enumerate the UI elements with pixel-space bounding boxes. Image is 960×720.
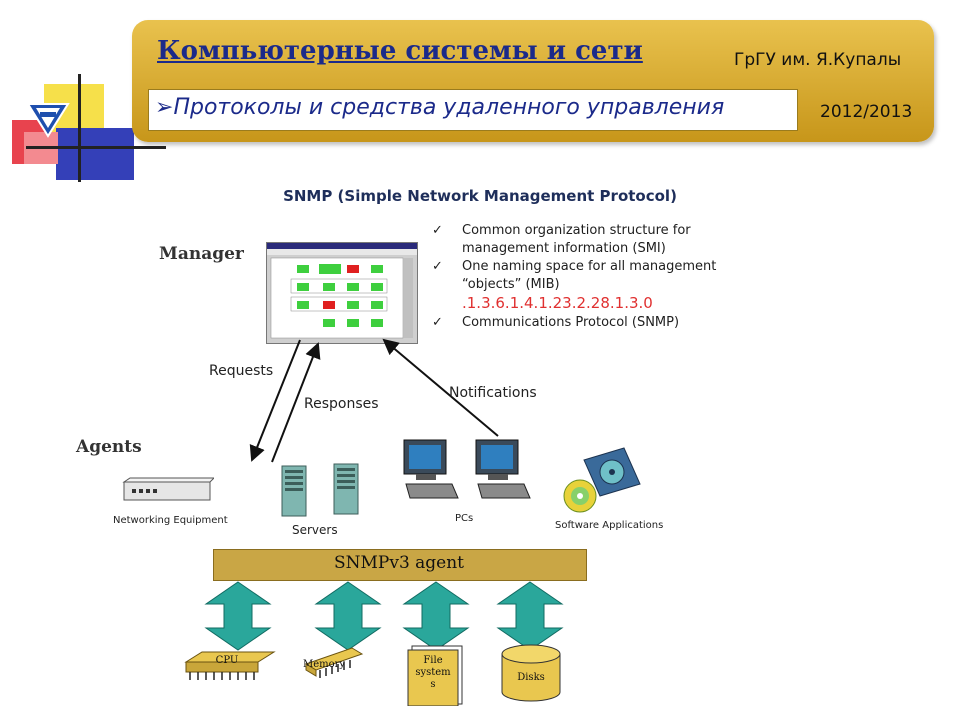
file-systems-line: s xyxy=(430,679,436,690)
feature-text: Common organization structure for manage… xyxy=(462,223,691,256)
checkmark-icon: ✓ xyxy=(432,223,443,238)
feature-text: One naming space for all management “obj… xyxy=(462,259,717,292)
pcs-label: PCs xyxy=(455,513,474,524)
console-window-icon xyxy=(267,243,417,339)
requests-arrow xyxy=(249,339,301,462)
filesystems-double-arrow xyxy=(402,581,470,651)
university-logo-icon xyxy=(26,103,70,138)
manager-label: Manager xyxy=(159,244,244,264)
snmpv3-agent-bar xyxy=(213,549,587,581)
servers-icon xyxy=(281,463,359,517)
requests-label: Requests xyxy=(209,363,274,379)
bullet-arrow-icon: ➢ xyxy=(155,95,174,120)
file-systems-label: File system s xyxy=(408,655,458,691)
disks-icon xyxy=(501,644,561,702)
memory-label: Memory xyxy=(302,659,346,670)
servers-label: Servers xyxy=(292,523,338,537)
responses-label: Responses xyxy=(304,396,379,412)
topic-text: Протоколы и средства удаленного управлен… xyxy=(173,95,725,120)
feature-text: Communications Protocol (SNMP) xyxy=(462,315,680,330)
disks-double-arrow xyxy=(496,581,564,651)
topic-title: ➢Протоколы и средства удаленного управле… xyxy=(155,95,724,120)
feature-item: ✓ Common organization structure for mana… xyxy=(430,222,730,258)
file-systems-line: system xyxy=(415,667,451,678)
cpu-double-arrow xyxy=(204,581,272,651)
disks-label: Disks xyxy=(517,672,545,683)
responses-arrow xyxy=(271,342,321,463)
feature-item: ✓ One naming space for all management “o… xyxy=(430,258,730,314)
cpu-chip-icon xyxy=(184,651,276,680)
notifications-label: Notifications xyxy=(449,385,537,401)
snmp-features-list: ✓ Common organization structure for mana… xyxy=(430,222,730,332)
notifications-arrow xyxy=(382,338,499,437)
checkmark-icon: ✓ xyxy=(432,259,443,274)
pcs-icon xyxy=(403,439,531,499)
diagram-title: SNMP (Simple Network Management Protocol… xyxy=(283,187,677,205)
snmpv3-agent-label: SNMPv3 agent xyxy=(333,553,465,573)
networking-equipment-label: Networking Equipment xyxy=(113,515,228,526)
mib-oid: .1.3.6.1.4.1.23.2.28.1.3.0 xyxy=(462,294,653,312)
topic-box xyxy=(148,89,798,131)
logo-square-blue xyxy=(56,128,134,180)
file-systems-icon xyxy=(407,645,463,706)
agents-label: Agents xyxy=(76,437,142,457)
university-name: ГрГУ им. Я.Купалы xyxy=(734,50,902,70)
logo-line-horizontal xyxy=(26,146,166,149)
feature-item: ✓ Communications Protocol (SNMP) xyxy=(430,314,730,332)
software-applications-label: Software Applications xyxy=(555,520,664,531)
academic-year: 2012/2013 xyxy=(820,102,913,122)
memory-double-arrow xyxy=(314,581,382,651)
cpu-label: CPU xyxy=(215,655,239,666)
logo-line-vertical xyxy=(78,74,81,182)
software-applications-icon xyxy=(563,447,641,513)
network-switch-icon xyxy=(122,477,214,501)
memory-chip-icon xyxy=(304,647,364,678)
course-title[interactable]: Компьютерные системы и сети xyxy=(157,36,643,66)
checkmark-icon: ✓ xyxy=(432,315,443,330)
manager-console-screen xyxy=(266,242,418,344)
file-systems-line: File xyxy=(423,655,443,666)
